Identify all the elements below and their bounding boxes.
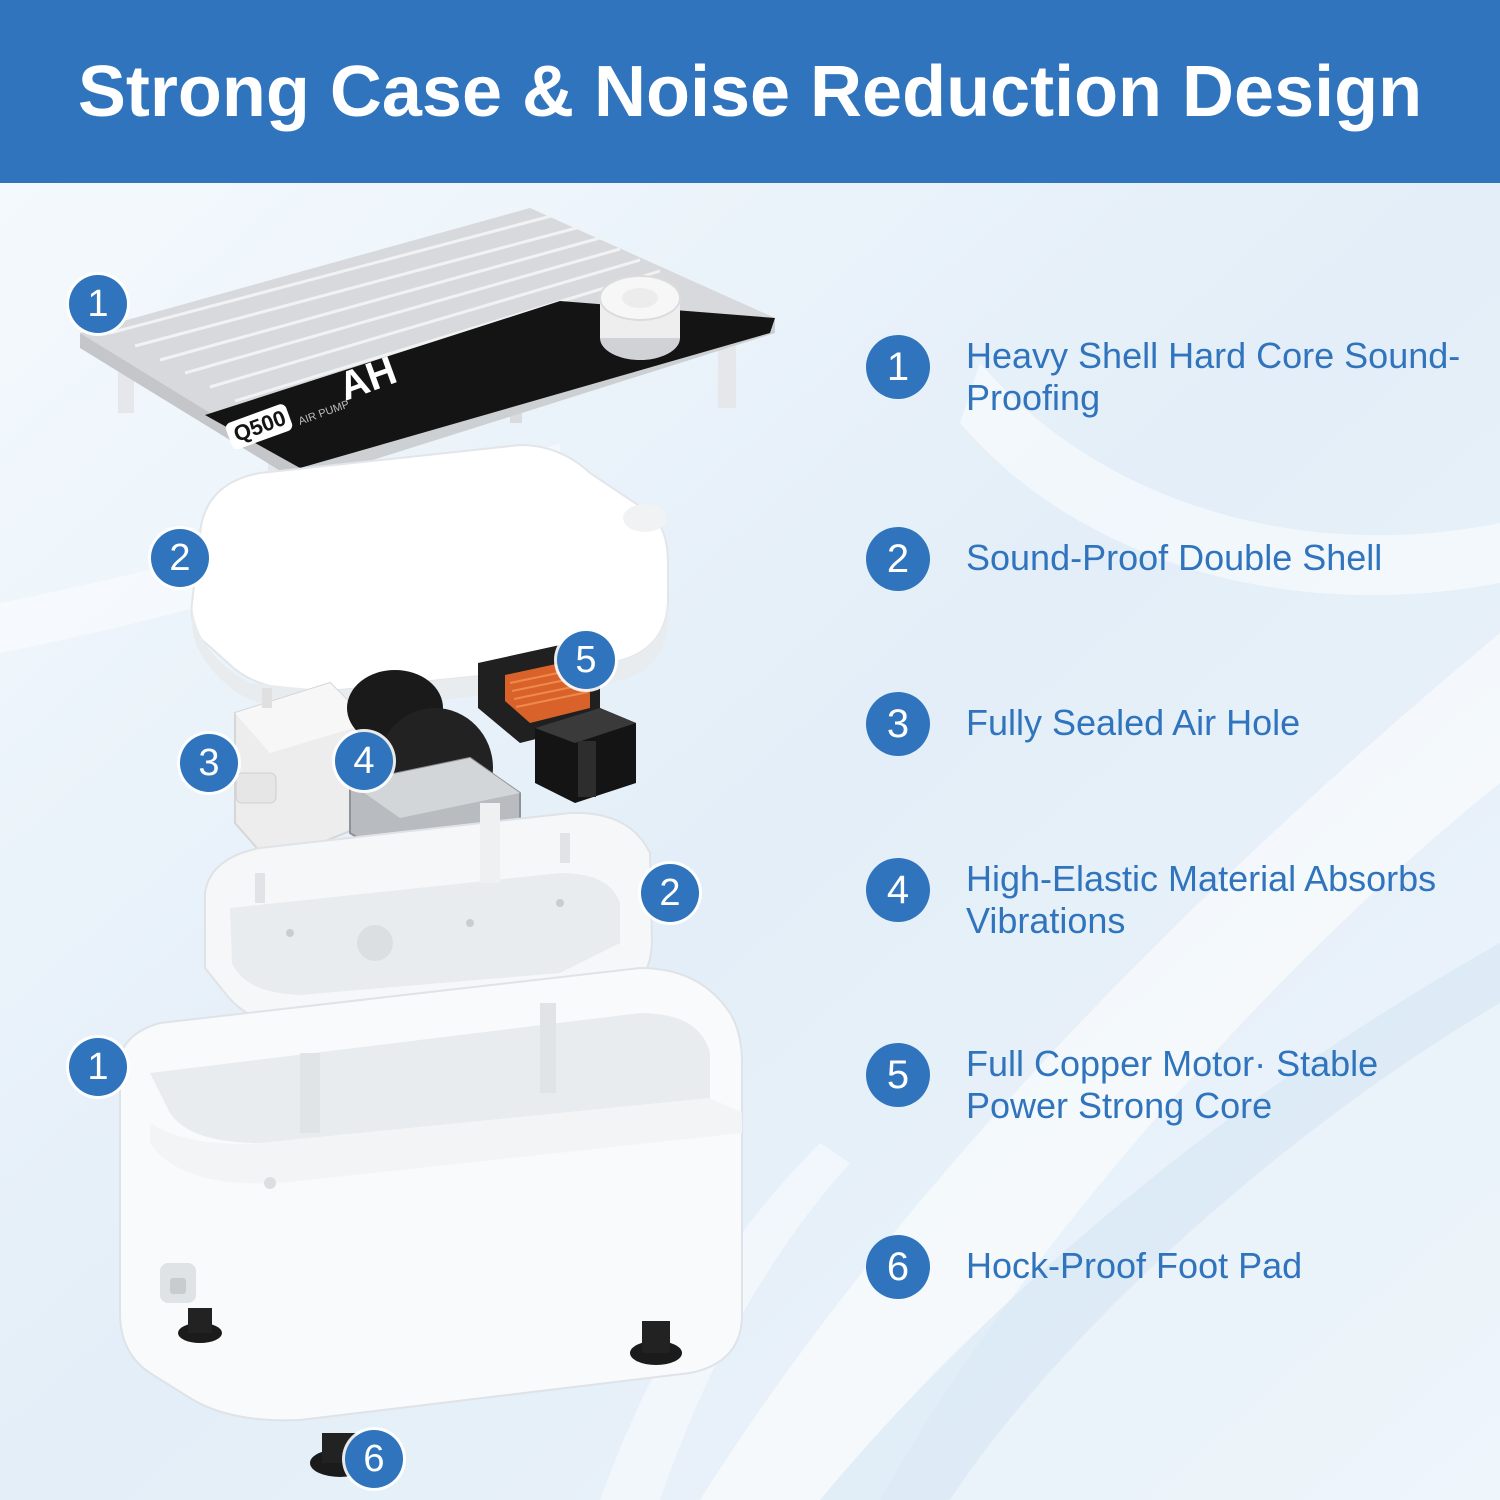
feature-number-badge: 4: [866, 858, 930, 922]
feature-number-badge: 6: [866, 1235, 930, 1299]
marker-part-5-motor: 5: [557, 631, 615, 689]
feature-item-5: 5 Full Copper Motor· Stable Power Strong…: [866, 1043, 1486, 1127]
feature-item-2: 2 Sound-Proof Double Shell: [866, 527, 1486, 591]
feature-number-badge: 2: [866, 527, 930, 591]
feature-text: Hock-Proof Foot Pad: [966, 1245, 1303, 1286]
marker-part-4-diaphragm: 4: [335, 732, 393, 790]
feature-text: Sound-Proof Double Shell: [966, 537, 1383, 578]
header-banner: Strong Case & Noise Reduction Design: [0, 0, 1500, 183]
feature-item-1: 1 Heavy Shell Hard Core Sound-Proofing: [866, 335, 1486, 419]
feature-item-4: 4 High-Elastic Material Absorbs Vibratio…: [866, 858, 1486, 942]
page-title: Strong Case & Noise Reduction Design: [77, 51, 1423, 132]
exploded-pump-illustration: AH Q500 AIR PUMP: [80, 208, 775, 1477]
marker-part-6-foot-pad: 6: [345, 1430, 403, 1488]
control-knob: [599, 275, 681, 360]
lower-inner-shell: [204, 803, 654, 1030]
top-lid: AH Q500 AIR PUMP: [80, 208, 775, 523]
feature-text: Full Copper Motor· Stable Power Strong C…: [966, 1043, 1379, 1126]
feature-number-badge: 5: [866, 1043, 930, 1107]
feature-item-6: 6 Hock-Proof Foot Pad: [866, 1235, 1486, 1299]
marker-part-1-top-lid: 1: [69, 275, 127, 333]
feature-number-badge: 1: [866, 335, 930, 399]
marker-part-2-upper-shell: 2: [151, 529, 209, 587]
bottom-case: [119, 966, 743, 1422]
feature-text: Heavy Shell Hard Core Sound-Proofing: [966, 335, 1461, 418]
marker-part-2-lower-shell: 2: [641, 864, 699, 922]
marker-part-1-bottom-case: 1: [69, 1038, 127, 1096]
feature-number-badge: 3: [866, 692, 930, 756]
feature-text: High-Elastic Material Absorbs Vibrations: [966, 858, 1437, 941]
feature-text: Fully Sealed Air Hole: [966, 702, 1301, 743]
feature-item-3: 3 Fully Sealed Air Hole: [866, 692, 1486, 756]
marker-part-3-air-hole: 3: [180, 734, 238, 792]
product-stage: AH Q500 AIR PUMP: [0, 183, 1500, 1500]
